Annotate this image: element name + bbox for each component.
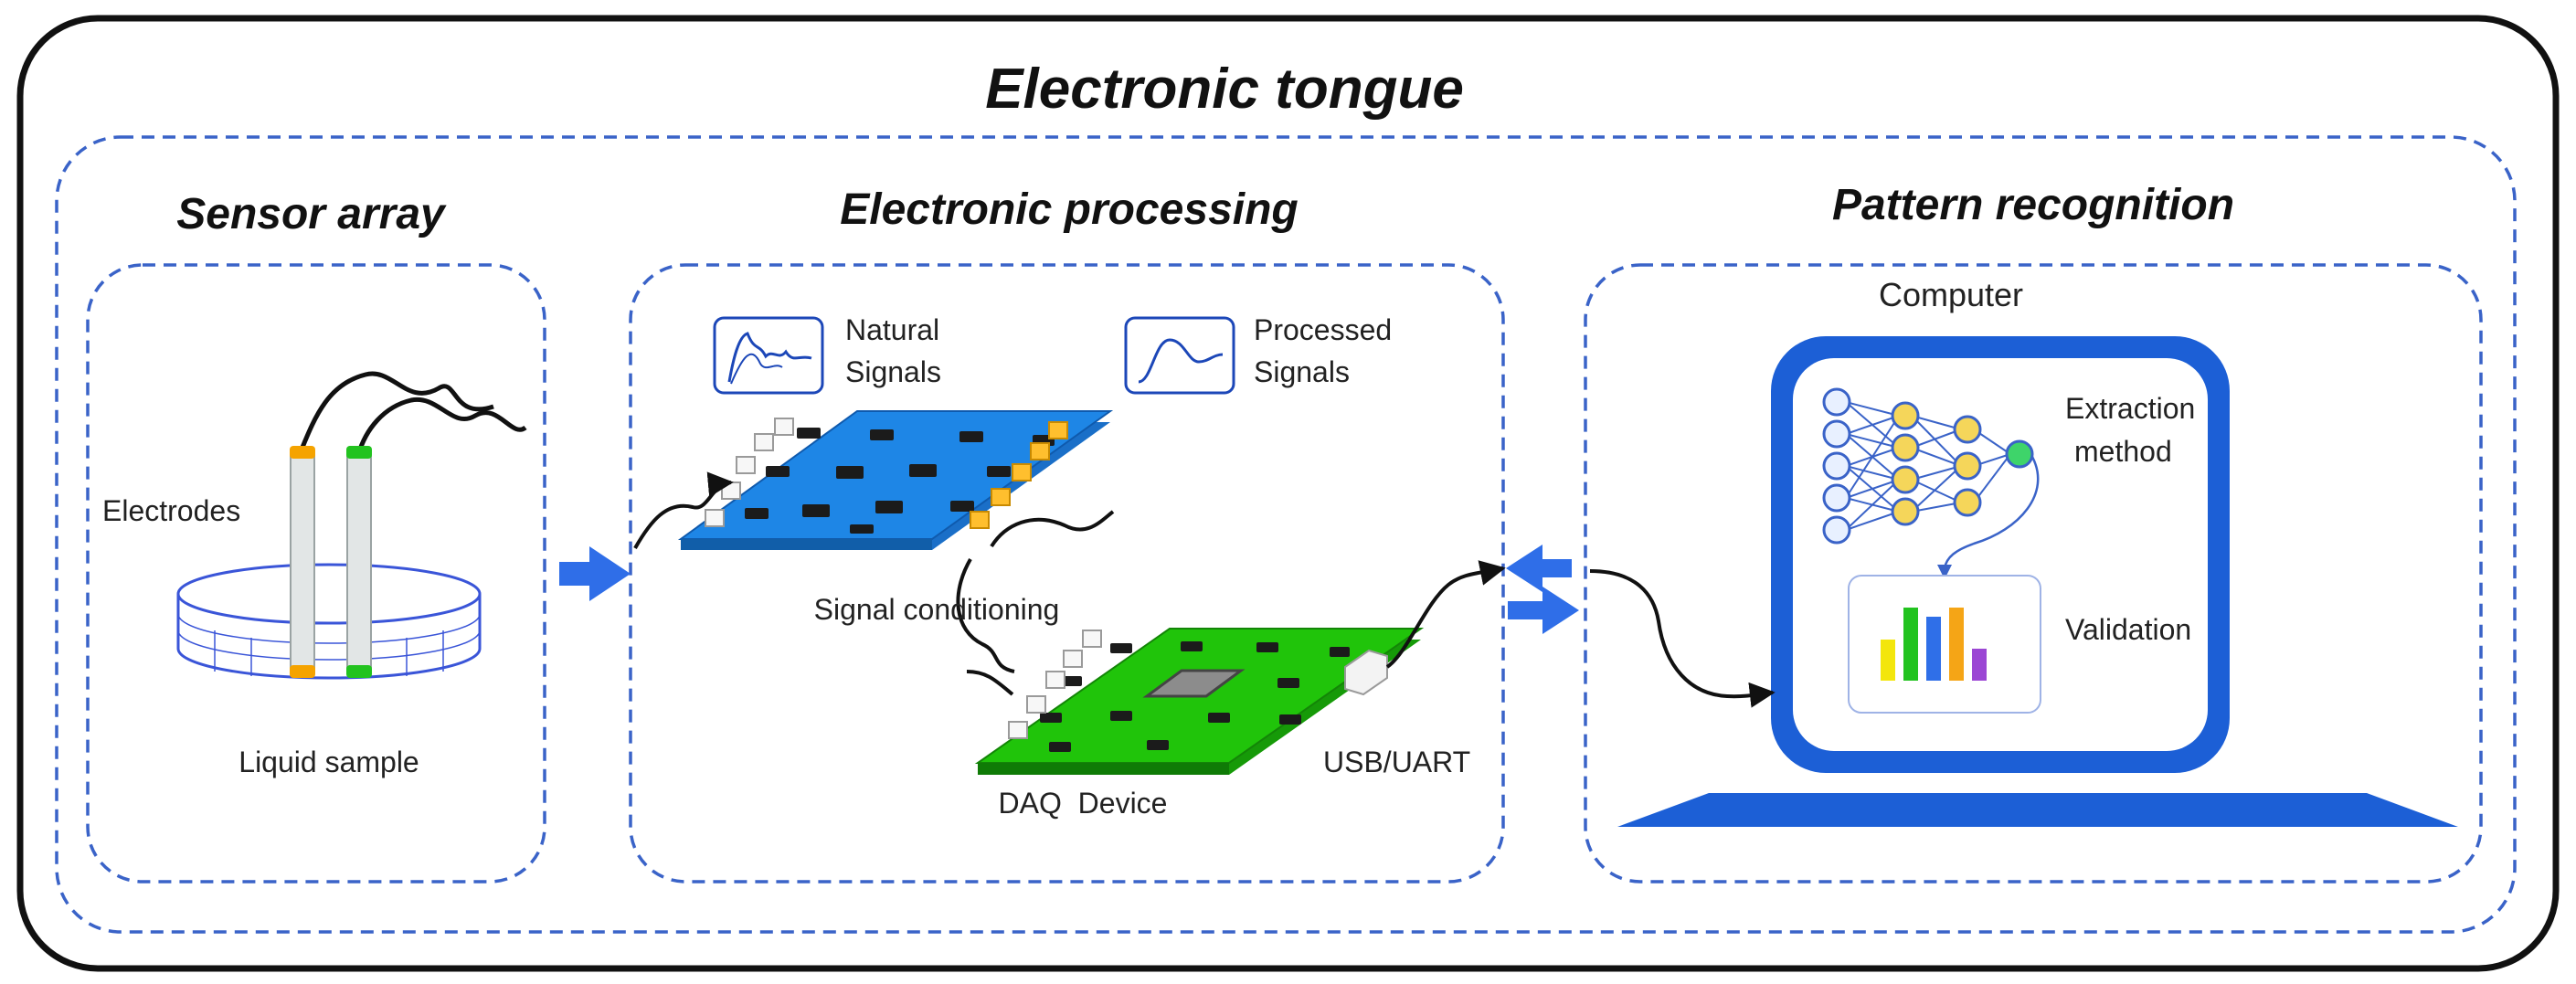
sensor-array-title: Sensor array [176, 190, 447, 238]
electronic-processing-title: Electronic processing [840, 185, 1299, 234]
usb-uart-label: USB/UART [1323, 746, 1470, 778]
electrode-wires [299, 371, 527, 456]
inner-dashed-frame [55, 135, 2517, 934]
daq-device-board [974, 628, 1425, 775]
daq-device-label: DAQ Device [999, 787, 1168, 820]
processed-signal-icon [1124, 316, 1235, 395]
signal-conditioning-board [677, 410, 1114, 550]
processed-signals-label-2: Signals [1254, 355, 1350, 388]
arrow-pattern-to-processing [1506, 545, 1572, 592]
extraction-label-2: method [2074, 435, 2172, 468]
liquid-sample-dish [176, 563, 482, 680]
validation-label: Validation [2065, 613, 2191, 646]
neural-network-icon [1822, 387, 2034, 545]
cable-to-computer [1589, 569, 1776, 708]
diagram-title: Electronic tongue [985, 58, 1464, 121]
sensor-array-box [86, 263, 546, 883]
computer-base [1617, 793, 2458, 827]
electrode-right [346, 446, 372, 678]
natural-signals-label-2: Signals [845, 355, 941, 388]
electrodes-label: Electrodes [102, 494, 240, 527]
nn-to-validation-arrowhead [1937, 565, 1952, 579]
processed-signals-label-1: Processed [1254, 313, 1392, 346]
computer-label: Computer [1879, 276, 2023, 313]
usb-connector [1344, 649, 1388, 696]
outer-frame [16, 15, 2560, 972]
extraction-label-1: Extraction [2065, 392, 2195, 425]
pattern-recognition-box [1584, 263, 2483, 883]
natural-signal-icon [713, 316, 824, 395]
signal-conditioning-label: Signal conditioning [814, 593, 1060, 626]
electrode-left [290, 446, 315, 678]
bar-chart-icon [1848, 575, 2041, 714]
arrow-processing-to-pattern [1508, 587, 1579, 634]
liquid-sample-label: Liquid sample [239, 746, 419, 778]
signal-wires [633, 471, 1115, 673]
daq-wires [966, 560, 1506, 696]
nn-to-validation-arrow [1943, 456, 2040, 569]
pattern-recognition-title: Pattern recognition [1832, 181, 2234, 229]
arrow-sensor-to-processing [559, 546, 631, 601]
natural-signals-label-1: Natural [845, 313, 939, 346]
